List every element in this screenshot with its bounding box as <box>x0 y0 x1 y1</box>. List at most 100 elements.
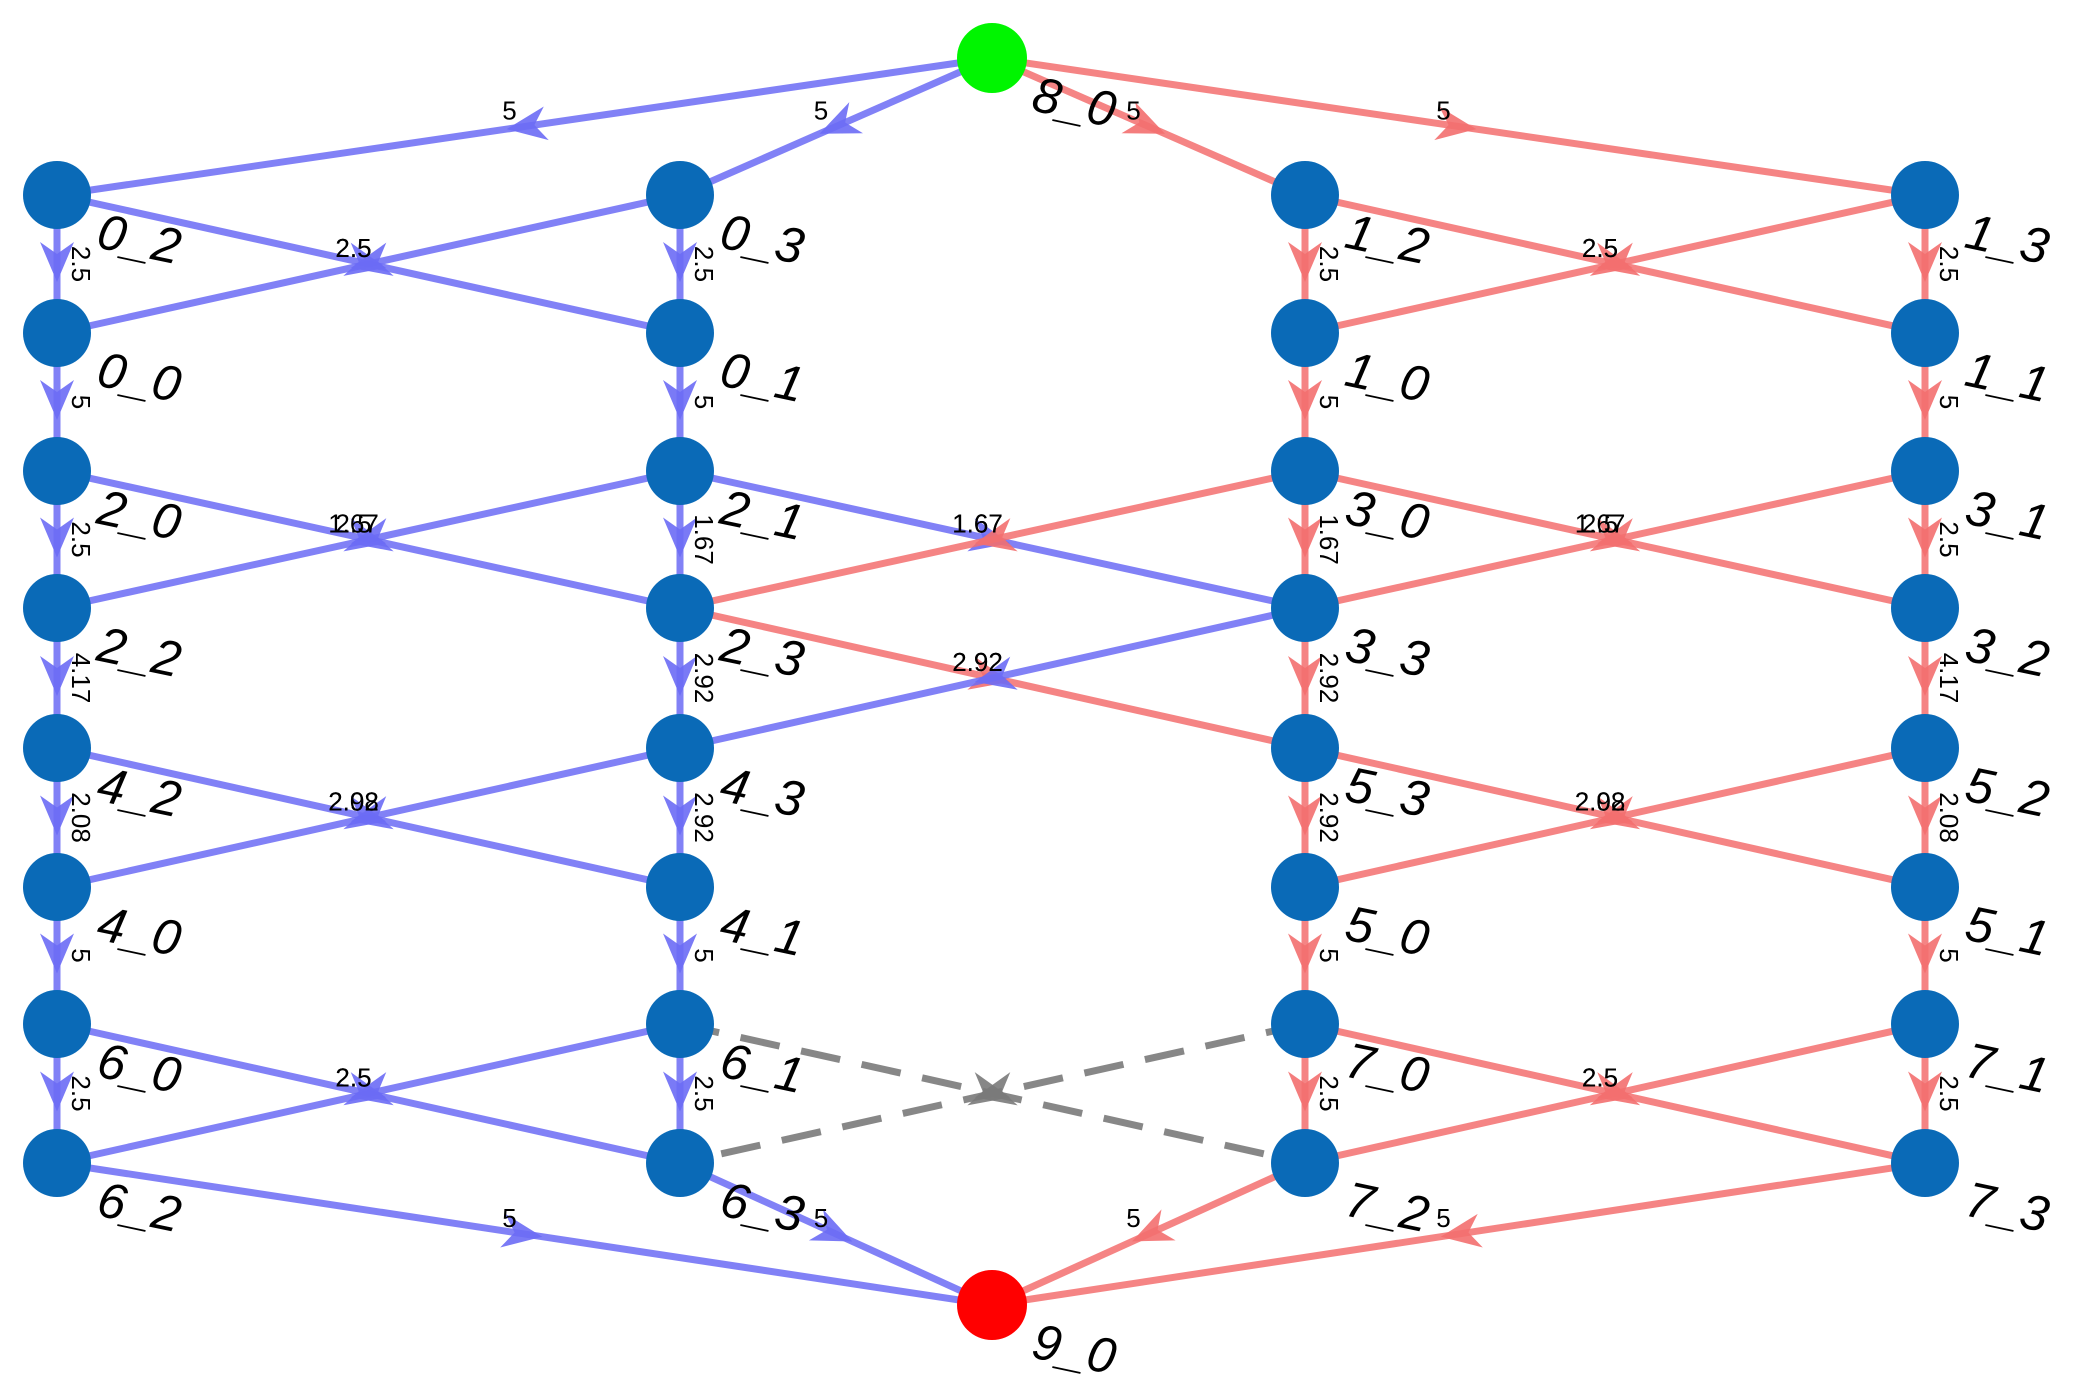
edge-arrow-3_0-3_3 <box>1288 517 1322 558</box>
edge-label-3_0-3_2: 2.5 <box>1582 508 1618 538</box>
edge-label-0_3-0_0: 2.5 <box>335 233 371 263</box>
edge-arrow-0_0-2_0 <box>40 380 74 420</box>
node-7_2 <box>1271 1129 1339 1197</box>
node-label-1_0: 1_0 <box>1341 341 1434 413</box>
edge-label-4_0-6_0: 5 <box>66 948 96 962</box>
edge-label-4_3-4_1: 2.92 <box>689 792 719 843</box>
node-3_3 <box>1271 574 1339 642</box>
edge-arrow-5_2-5_1 <box>1908 795 1942 836</box>
node-label-9_0: 9_0 <box>1028 1313 1121 1385</box>
node-1_0 <box>1271 299 1339 367</box>
edge-label-1_1-3_1: 5 <box>1934 395 1964 409</box>
node-label-7_0: 7_0 <box>1341 1032 1434 1104</box>
edge-arrow-5_0-7_0 <box>1288 933 1322 974</box>
node-label-1_3: 1_3 <box>1961 203 2054 275</box>
edge-arrow-0_1-2_1 <box>663 380 697 420</box>
edge-arrow-1_2-1_1 <box>1589 242 1633 276</box>
node-label-4_2: 4_2 <box>93 756 186 828</box>
edge-label-7_1-7_3: 2.5 <box>1934 1075 1964 1111</box>
edge-label-4_2-4_0: 2.08 <box>66 792 96 843</box>
node-0_2 <box>23 161 91 229</box>
node-5_2 <box>1891 714 1959 782</box>
edge-label-8_0-1_3: 5 <box>1436 95 1450 125</box>
edge-label-1_3-1_0: 2.5 <box>1582 233 1618 263</box>
node-label-4_0: 4_0 <box>93 895 186 967</box>
node-label-0_3: 0_3 <box>716 203 809 275</box>
edge-arrow-7_2-9_0 <box>1132 1209 1176 1242</box>
edge-arrow-1_3-1_1 <box>1908 242 1942 282</box>
edge-arrow-2_0-2_2 <box>40 517 74 558</box>
node-2_0 <box>23 437 91 505</box>
node-6_0 <box>23 990 91 1058</box>
edge-label-5_1-7_1: 5 <box>1934 948 1964 962</box>
node-6_2 <box>23 1129 91 1197</box>
edge-label-3_2-5_2: 4.17 <box>1934 653 1964 704</box>
edges-layer <box>40 54 1942 1309</box>
edge-label-0_1-2_1: 5 <box>689 395 719 409</box>
node-label-3_1: 3_1 <box>1961 479 2054 551</box>
edge-arrow-8_0-1_3 <box>1434 106 1477 141</box>
node-9_0 <box>957 1270 1027 1340</box>
edge-label-6_3-9_0: 5 <box>814 1203 828 1233</box>
edge-arrow-6_1-6_3 <box>663 1071 697 1112</box>
edge-label-5_2-5_0: 2.92 <box>1575 786 1626 816</box>
node-3_1 <box>1891 437 1959 505</box>
edge-label-4_2-4_1: 2.08 <box>328 786 379 816</box>
edge-arrow-1_0-3_0 <box>1288 380 1322 420</box>
edge-label-3_3-4_3: 2.92 <box>952 647 1003 677</box>
node-5_1 <box>1891 853 1959 921</box>
edge-label-4_3-4_0: 2.92 <box>328 786 379 816</box>
edge-label-8_0-1_2: 5 <box>1126 95 1140 125</box>
node-7_1 <box>1891 990 1959 1058</box>
node-0_1 <box>646 299 714 367</box>
edge-arrow-8_0-0_2 <box>506 106 549 141</box>
edge-label-3_3-5_3: 2.92 <box>1314 653 1344 704</box>
node-1_2 <box>1271 161 1339 229</box>
node-label-0_0: 0_0 <box>93 341 186 413</box>
edge-arrow-4_2-4_0 <box>40 795 74 836</box>
node-label-2_2: 2_2 <box>92 616 186 688</box>
edge-label-2_3-5_3: 2.92 <box>952 647 1003 677</box>
edge-label-7_0-7_2: 2.5 <box>1314 1075 1344 1111</box>
edge-arrow-3_2-5_2 <box>1908 656 1942 696</box>
node-7_3 <box>1891 1129 1959 1197</box>
edge-arrow-0_2-0_0 <box>40 242 74 282</box>
edge-arrow-2_1-2_3 <box>663 517 697 558</box>
edge-arrow-3_0-2_3 <box>974 518 1018 552</box>
node-label-1_1: 1_1 <box>1961 341 2054 413</box>
edge-label-5_0-7_0: 5 <box>1314 948 1344 962</box>
node-1_1 <box>1891 299 1959 367</box>
edge-arrow-7_3-9_0 <box>1440 1213 1483 1248</box>
node-3_0 <box>1271 437 1339 505</box>
edge-arrow-2_2-4_2 <box>40 656 74 696</box>
node-4_3 <box>646 714 714 782</box>
edge-arrow-6_3-9_0 <box>808 1209 853 1242</box>
edge-label-6_1-6_2: 2.5 <box>335 1062 371 1092</box>
node-label-0_2: 0_2 <box>93 203 186 275</box>
edge-label-2_2-4_2: 4.17 <box>66 653 96 704</box>
node-3_2 <box>1891 574 1959 642</box>
node-label-5_0: 5_0 <box>1341 895 1434 967</box>
node-0_0 <box>23 299 91 367</box>
node-label-6_3: 6_3 <box>716 1171 809 1243</box>
edge-arrow-1_1-3_1 <box>1908 380 1942 420</box>
edge-label-1_0-3_0: 5 <box>1314 395 1344 409</box>
node-label-3_3: 3_3 <box>1341 616 1434 688</box>
edge-label-6_0-6_3: 2.5 <box>335 1062 371 1092</box>
edge-arrow-4_0-6_0 <box>40 933 74 974</box>
edge-arrow-7_0-7_2 <box>1288 1071 1322 1112</box>
node-label-3_2: 3_2 <box>1961 616 2054 688</box>
node-5_0 <box>1271 853 1339 921</box>
edge-label-4_1-6_1: 5 <box>689 948 719 962</box>
edge-arrow-6_1-6_2 <box>350 1072 394 1106</box>
edge-arrow-3_3-4_3 <box>974 656 1018 690</box>
node-label-2_0: 2_0 <box>92 479 186 551</box>
edge-label-5_3-5_0: 2.92 <box>1314 792 1344 843</box>
node-8_0 <box>957 23 1027 93</box>
edge-label-1_2-1_0: 2.5 <box>1314 246 1344 282</box>
node-0_3 <box>646 161 714 229</box>
edge-arrow-7_0-7_3 <box>1589 1072 1633 1106</box>
